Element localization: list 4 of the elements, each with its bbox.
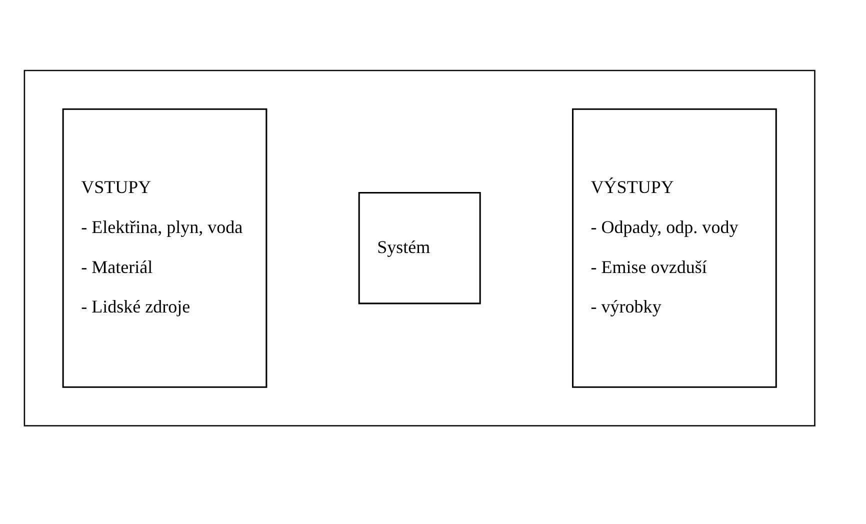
node-box: VSTUPY - Elektřina, plyn, voda - Materiál - Lidské zdroje: [62, 108, 267, 388]
node-box: Systém: [358, 192, 480, 304]
cluster: [23, 70, 815, 426]
node-box: VÝSTUPY - Odpady, odp. vody - Emise ovzduší - výrobky: [572, 108, 776, 388]
